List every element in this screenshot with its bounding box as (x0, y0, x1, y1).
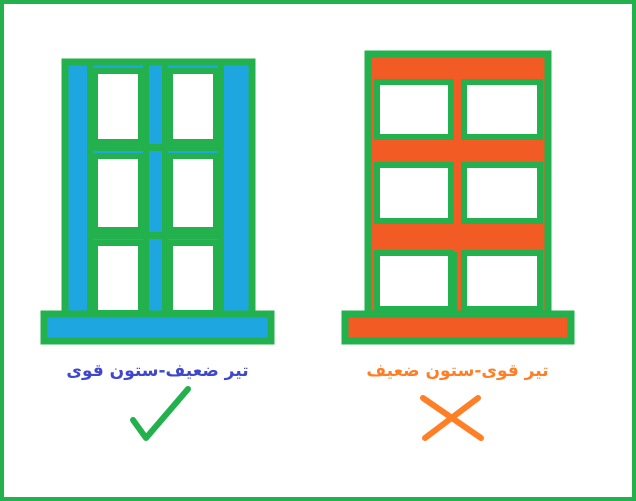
left-beam (90, 232, 222, 239)
left-column-line (143, 62, 149, 314)
left-window (167, 68, 219, 145)
left-column-line (162, 62, 168, 314)
right-window (461, 79, 543, 140)
right-window (461, 162, 543, 224)
left-window (167, 153, 219, 233)
strong-column-weak-beam-caption: تیر ضعیف-ستون قوی (66, 361, 249, 381)
right-window (374, 162, 454, 224)
right-column-line (452, 252, 457, 312)
left-window (92, 68, 144, 145)
right-base (341, 310, 575, 345)
left-window (167, 240, 219, 316)
check-icon (130, 386, 191, 441)
right-window (374, 79, 454, 140)
left-column-line (218, 62, 224, 314)
right-window (461, 250, 543, 312)
strong-beam-weak-column-caption: تیر قوی-ستون ضعیف (366, 361, 549, 381)
left-beam (90, 144, 222, 151)
strong-column-weak-beam-frame (40, 58, 275, 345)
strong-beam-weak-column-frame (341, 50, 575, 345)
left-column-line (87, 62, 93, 314)
right-window (374, 250, 454, 312)
left-window (92, 240, 144, 316)
cross-icon (420, 395, 484, 441)
left-base (40, 310, 275, 345)
left-window (92, 153, 144, 233)
